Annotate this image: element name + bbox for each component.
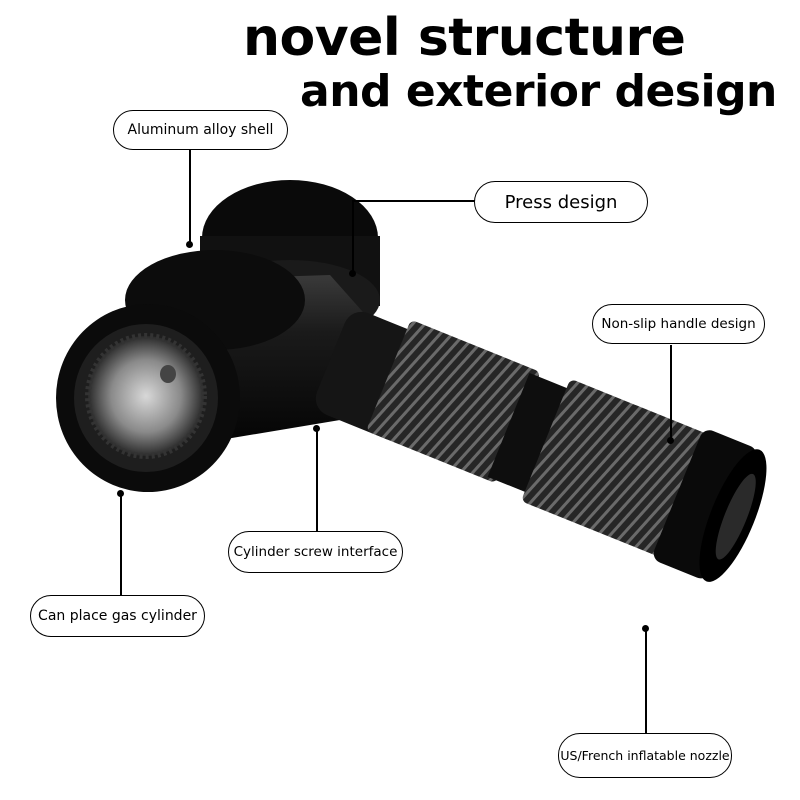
leader-cylinder xyxy=(120,493,122,595)
knurled-handle xyxy=(315,311,767,582)
leader-shell xyxy=(189,150,191,245)
leader-interface xyxy=(316,428,318,531)
dot-nozzle xyxy=(642,625,649,632)
label-aluminum-shell: Aluminum alloy shell xyxy=(113,110,288,150)
label-cylinder-screw-interface: Cylinder screw interface xyxy=(228,531,403,573)
headline-line-2: and exterior design xyxy=(300,66,777,117)
dot-interface xyxy=(313,425,320,432)
leader-nozzle xyxy=(645,628,647,733)
dot-handle xyxy=(667,437,674,444)
dot-press xyxy=(349,270,356,277)
headline-line-1: novel structure xyxy=(243,8,686,68)
cylinder-port xyxy=(56,304,240,492)
dot-shell xyxy=(186,241,193,248)
leader-handle xyxy=(670,345,672,440)
dot-cylinder xyxy=(117,490,124,497)
label-non-slip-handle: Non-slip handle design xyxy=(592,304,765,344)
label-press-design: Press design xyxy=(474,181,648,223)
leader-press-v xyxy=(352,200,354,272)
label-inflatable-nozzle: US/French inflatable nozzle xyxy=(558,733,732,778)
label-gas-cylinder: Can place gas cylinder xyxy=(30,595,205,637)
leader-press-h xyxy=(352,200,476,202)
